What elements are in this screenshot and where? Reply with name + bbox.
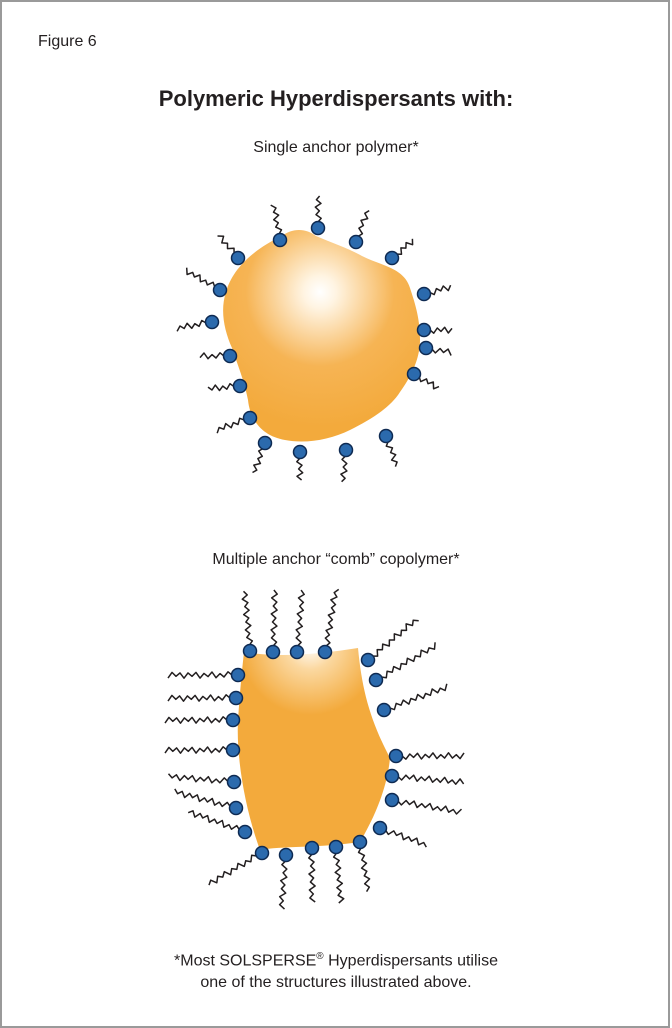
- single-6-chain: [432, 349, 451, 356]
- single-11-chain: [253, 449, 263, 473]
- comb-20-chain: [390, 684, 447, 710]
- single-14-anchor: [224, 350, 237, 363]
- single-2-chain: [358, 211, 369, 237]
- comb-14-anchor: [330, 841, 343, 854]
- comb-21-chain: [381, 642, 435, 678]
- comb-6-chain: [165, 717, 227, 723]
- single-1-anchor: [312, 222, 325, 235]
- comb-19-anchor: [390, 750, 403, 763]
- comb-6-anchor: [227, 714, 240, 727]
- comb-14-chain: [334, 853, 344, 903]
- single-11-anchor: [259, 437, 272, 450]
- footnote-line-2: one of the structures illustrated above.: [0, 972, 672, 994]
- comb-4-chain: [168, 672, 232, 678]
- single-7-chain: [419, 377, 439, 389]
- single-4-chain: [430, 285, 451, 294]
- single-8-chain: [386, 442, 397, 467]
- single-10-anchor: [294, 446, 307, 459]
- pigment-particle-comb: [238, 648, 390, 850]
- comb-0-chain: [242, 591, 252, 645]
- single-13-anchor: [234, 380, 247, 393]
- single-13-chain: [208, 384, 234, 391]
- comb-16-chain: [386, 830, 427, 847]
- comb-7-anchor: [227, 744, 240, 757]
- comb-9-anchor: [230, 802, 243, 815]
- single-5-anchor: [418, 324, 431, 337]
- comb-22-anchor: [362, 654, 375, 667]
- single-16-chain: [187, 268, 215, 287]
- single-anchor-polymer-diagram: [177, 196, 452, 482]
- single-15-anchor: [206, 316, 219, 329]
- single-0-chain: [271, 205, 282, 234]
- comb-8-anchor: [228, 776, 241, 789]
- comb-11-anchor: [256, 847, 269, 860]
- comb-8-chain: [169, 774, 229, 783]
- footnote-line-1: *Most SOLSPERSE® Hyperdispersants utilis…: [0, 946, 672, 972]
- single-8-anchor: [380, 430, 393, 443]
- comb-3-chain: [325, 589, 338, 646]
- single-14-chain: [200, 353, 224, 359]
- comb-4-anchor: [232, 669, 245, 682]
- comb-16-anchor: [374, 822, 387, 835]
- comb-17-anchor: [386, 794, 399, 807]
- comb-13-chain: [309, 854, 315, 902]
- comb-17-chain: [398, 801, 462, 815]
- comb-18-anchor: [386, 770, 399, 783]
- single-2-anchor: [350, 236, 363, 249]
- single-7-anchor: [408, 368, 421, 381]
- comb-1-anchor: [267, 646, 280, 659]
- single-9-chain: [341, 456, 347, 482]
- comb-9-chain: [175, 789, 230, 807]
- single-10-chain: [297, 458, 303, 480]
- comb-3-anchor: [319, 646, 332, 659]
- comb-15-anchor: [354, 836, 367, 849]
- footnote: *Most SOLSPERSE® Hyperdispersants utilis…: [0, 946, 672, 994]
- comb-11-chain: [209, 855, 257, 885]
- single-12-chain: [217, 418, 244, 433]
- comb-12-chain: [280, 861, 287, 909]
- single-1-chain: [315, 196, 321, 222]
- comb-5-chain: [168, 695, 230, 701]
- comb-0-anchor: [244, 645, 257, 658]
- comb-7-chain: [165, 747, 227, 753]
- comb-18-chain: [398, 775, 464, 784]
- single-6-anchor: [420, 342, 433, 355]
- single-17-anchor: [232, 252, 245, 265]
- single-15-chain: [177, 321, 206, 332]
- single-3-anchor: [386, 252, 399, 265]
- comb-20-anchor: [378, 704, 391, 717]
- comb-1-chain: [271, 590, 277, 646]
- single-9-anchor: [340, 444, 353, 457]
- comb-19-chain: [402, 753, 464, 759]
- comb-2-anchor: [291, 646, 304, 659]
- single-16-anchor: [214, 284, 227, 297]
- comb-15-chain: [359, 848, 370, 892]
- single-0-anchor: [274, 234, 287, 247]
- single-4-anchor: [418, 288, 431, 301]
- comb-5-anchor: [230, 692, 243, 705]
- comb-13-anchor: [306, 842, 319, 855]
- comb-2-chain: [296, 590, 304, 646]
- comb-copolymer-diagram: [165, 589, 464, 909]
- comb-10-anchor: [239, 826, 252, 839]
- single-12-anchor: [244, 412, 257, 425]
- comb-21-anchor: [370, 674, 383, 687]
- single-5-chain: [430, 327, 452, 333]
- comb-12-anchor: [280, 849, 293, 862]
- single-17-chain: [218, 236, 235, 253]
- single-3-chain: [397, 239, 413, 254]
- comb-22-chain: [373, 620, 419, 656]
